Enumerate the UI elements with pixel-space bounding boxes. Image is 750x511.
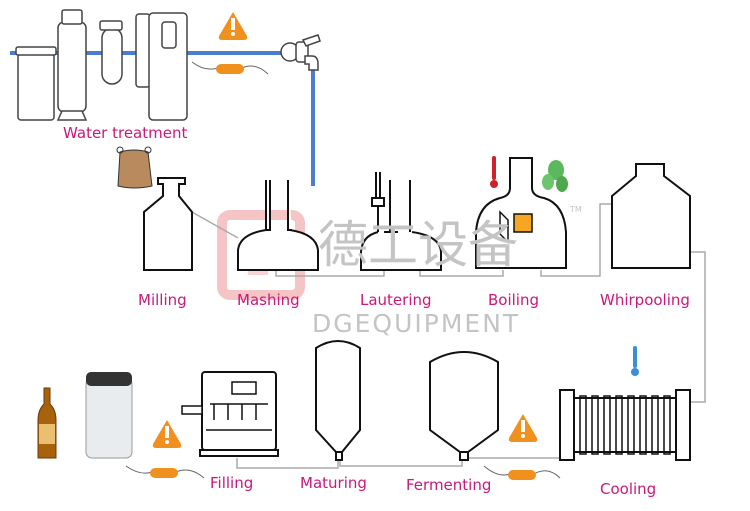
- faucet-icon: [280, 34, 321, 71]
- boiling-kettle: [475, 157, 567, 269]
- warning-icon: [218, 12, 248, 40]
- beer-bottle-icon: [37, 387, 57, 459]
- label-maturing: Maturing: [300, 474, 367, 492]
- label-cooling: Cooling: [600, 480, 656, 498]
- hose-icon: [125, 465, 205, 479]
- fermenting-tank: [429, 351, 499, 461]
- watermark-chinese: 德工设备: [318, 216, 518, 274]
- thermometer-icon: [490, 156, 498, 188]
- hops-icon: [542, 160, 568, 192]
- watermark-tm: TM: [569, 205, 582, 214]
- label-whirpooling: Whirpooling: [600, 291, 690, 309]
- label-fermenting: Fermenting: [406, 476, 491, 494]
- keg-icon: [85, 372, 133, 459]
- watermark-latin: DGEQUIPMENT: [312, 309, 520, 338]
- whirlpool-tank: [611, 163, 691, 269]
- milling-equipment: [143, 177, 193, 271]
- thermometer-icon: [631, 346, 639, 376]
- maturing-tank: [315, 340, 361, 461]
- label-filling: Filling: [210, 474, 253, 492]
- process-pipes: [191, 203, 706, 469]
- warning-icon: [152, 420, 182, 448]
- mashing-tun: [237, 180, 319, 271]
- lautering-tun: [360, 172, 442, 271]
- label-milling: Milling: [138, 291, 187, 309]
- cooling-heat-exchanger: [559, 389, 691, 461]
- filling-machine: [181, 371, 279, 457]
- label-lautering: Lautering: [360, 291, 432, 309]
- water-treatment-equipment: [15, 9, 188, 121]
- label-water-treatment: Water treatment: [63, 124, 187, 142]
- grain-bag-icon: [116, 146, 153, 189]
- warning-icon: [508, 414, 538, 442]
- watermark-text: 德工设备 DGEQUIPMENT TM: [312, 205, 582, 338]
- label-mashing: Mashing: [237, 291, 300, 309]
- hose-icon: [191, 61, 269, 75]
- hose-icon: [483, 465, 561, 480]
- label-boiling: Boiling: [488, 291, 539, 309]
